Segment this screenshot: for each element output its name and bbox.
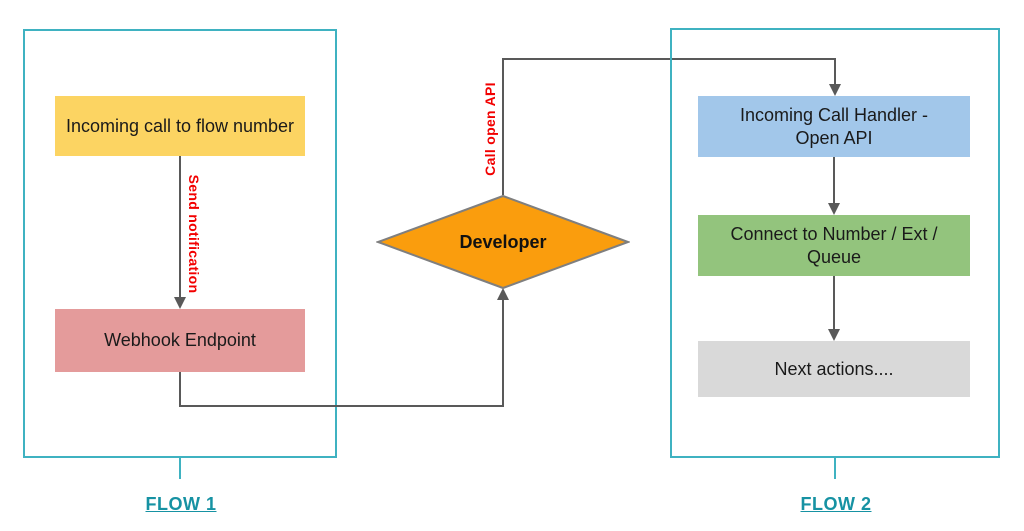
node-next-label: Next actions.... xyxy=(774,358,894,379)
node-webhook-endpoint: Webhook Endpoint xyxy=(55,309,305,372)
flow1-label: FLOW 1 xyxy=(145,494,217,514)
edge-webhook-horizontal-line xyxy=(179,405,504,407)
decision-developer: Developer xyxy=(376,194,630,290)
node-next-actions: Next actions.... xyxy=(698,341,970,397)
flow2-label-tick xyxy=(834,458,836,479)
edge-incoming-to-webhook-line xyxy=(179,156,181,299)
arrowhead-down-connect-icon xyxy=(828,203,840,215)
edge-connect-to-next-line xyxy=(833,276,835,330)
flow1-label-tick xyxy=(179,458,181,479)
edge-top-horizontal-line xyxy=(502,58,836,60)
flow2-container xyxy=(670,28,1000,458)
edge-into-handler-line xyxy=(834,58,836,85)
decision-developer-label: Developer xyxy=(459,231,547,252)
edge-handler-to-connect-line xyxy=(833,157,835,204)
edge-diamond-up-line xyxy=(502,59,504,195)
flow2-label: FLOW 2 xyxy=(800,494,872,514)
node-connect-label: Connect to Number / Ext / Queue xyxy=(730,224,938,267)
edge-label-call-open-api: Call open API xyxy=(482,82,498,176)
node-webhook-label: Webhook Endpoint xyxy=(104,330,256,351)
edge-webhook-down-line xyxy=(179,372,181,407)
edge-webhook-up-line xyxy=(502,299,504,407)
arrowhead-down-next-icon xyxy=(828,329,840,341)
arrowhead-up-diamond-icon xyxy=(497,288,509,300)
edge-label-send-notification: Send notification xyxy=(186,174,202,294)
node-incoming-call-handler: Incoming Call Handler - Open API xyxy=(698,96,970,157)
diamond-shape-icon xyxy=(376,194,630,290)
node-handler-label: Incoming Call Handler - Open API xyxy=(739,105,929,148)
arrowhead-down-handler-icon xyxy=(829,84,841,96)
node-connect-to-number: Connect to Number / Ext / Queue xyxy=(698,215,970,276)
node-incoming-call-label: Incoming call to flow number xyxy=(65,115,295,136)
flow1-container xyxy=(23,29,337,458)
arrowhead-down-webhook-icon xyxy=(174,297,186,309)
node-incoming-call-to-flow-number: Incoming call to flow number xyxy=(55,96,305,156)
